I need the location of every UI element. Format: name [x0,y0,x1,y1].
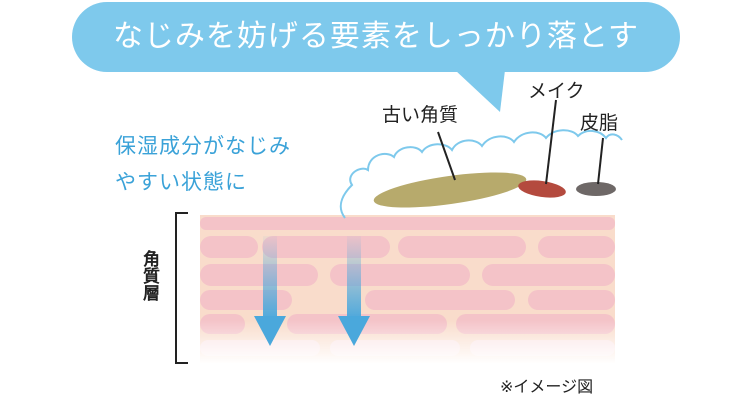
subtext-line-2: やすい状態に [115,170,247,194]
speech-bubble [72,2,680,72]
sebum-leader [597,137,604,185]
makeup-leader [545,99,557,185]
moisture-wave [339,129,623,219]
cell [200,236,258,258]
cell-row-1 [200,217,615,230]
bubble-title: なじみを妨げる要素をしっかり落とす [112,19,640,54]
cell-row-4 [200,290,615,310]
subtext-line-1: 保湿成分がなじみ [115,134,291,158]
old-skin-leader [437,131,456,181]
cell [200,217,615,230]
cell [538,236,615,258]
cell [528,290,615,310]
label-sebum: 皮脂 [580,112,619,134]
cell [200,264,318,286]
label-stratum-corneum: 角質層 [136,250,160,309]
label-old-skin: 古い角質 [382,104,459,126]
cell [482,264,615,286]
cell-row-3 [200,264,615,286]
old-skin-blob [373,172,527,208]
cell [200,290,292,310]
cell [330,264,470,286]
stratum-corneum-text: 角質層 [139,250,159,301]
arrow-left [254,236,286,346]
layer-bracket [175,212,188,364]
cell [398,236,526,258]
arrow-right [338,236,370,346]
image-note: ※イメージ図 [500,377,594,396]
makeup-blob [518,180,566,198]
cell [262,236,390,258]
label-makeup: メイク [528,80,585,102]
sebum-blob [576,182,616,196]
cell [365,290,515,310]
